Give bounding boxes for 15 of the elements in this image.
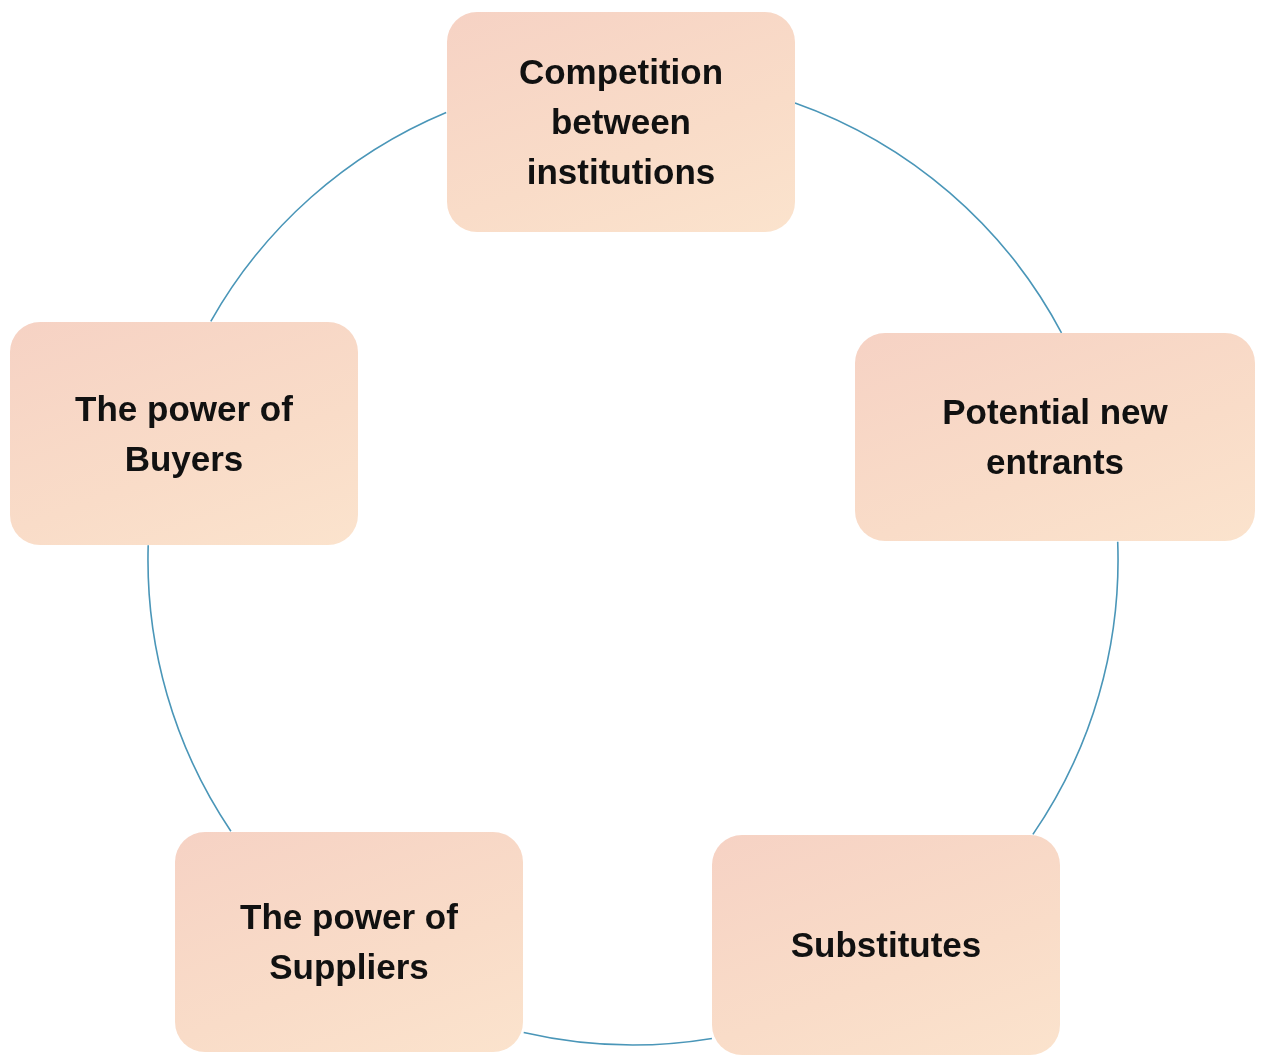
box-label: The power of Suppliers: [239, 896, 459, 988]
box-label: Substitutes: [790, 924, 982, 966]
connector-arc: [522, 1031, 713, 1046]
rounded-box: [712, 835, 1060, 1055]
connector-arc: [210, 111, 447, 323]
connector-arc: [147, 544, 232, 832]
connector-arc: [794, 102, 1063, 334]
box-label: Potential new entrants: [941, 391, 1169, 483]
rounded-box: [175, 832, 523, 1052]
box-label: Competition between institutions: [517, 51, 725, 193]
box-label: The power of Buyers: [74, 387, 294, 480]
rounded-box: [447, 12, 795, 232]
connector-arc: [1032, 541, 1119, 836]
rounded-box: [855, 333, 1255, 541]
rounded-box: [10, 322, 358, 545]
